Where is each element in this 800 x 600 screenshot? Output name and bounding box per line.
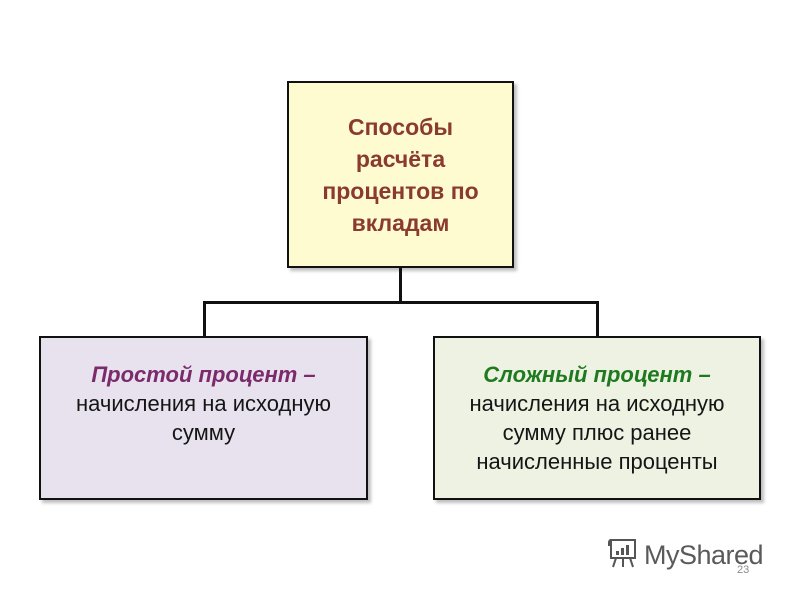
simple-interest-title: Простой процент – [91, 362, 316, 387]
root-line-4: вкладам [351, 209, 450, 236]
compound-interest-line-3: начисленные проценты [476, 448, 718, 474]
root-line-2: расчёта [355, 145, 446, 172]
simple-interest-line-1: начисления на исходную [76, 391, 331, 416]
simple-interest-line-2: сумму [171, 420, 236, 445]
root-line-3: процентов по [322, 177, 479, 204]
watermark: MyShared [606, 536, 764, 575]
connector-left-drop [203, 301, 206, 336]
connector-root-stem [399, 268, 402, 303]
watermark-text: MyShared [644, 540, 764, 570]
connector-right-drop [596, 301, 599, 336]
compound-interest-line-2: сумму плюс ранее [502, 419, 692, 445]
simple-interest-box: Простой процент – начисления на исходную… [39, 336, 368, 500]
presentation-chart-icon [606, 536, 638, 575]
root-node-box: Способы расчёта процентов по вкладам [287, 81, 514, 268]
connector-horizontal [203, 301, 599, 304]
compound-interest-title: Сложный процент – [483, 361, 711, 387]
compound-interest-line-1: начисления на исходную [469, 390, 725, 416]
compound-interest-box: Сложный процент – начисления на исходную… [433, 336, 761, 500]
root-line-1: Способы [348, 113, 453, 140]
page-number: 23 [737, 564, 750, 576]
